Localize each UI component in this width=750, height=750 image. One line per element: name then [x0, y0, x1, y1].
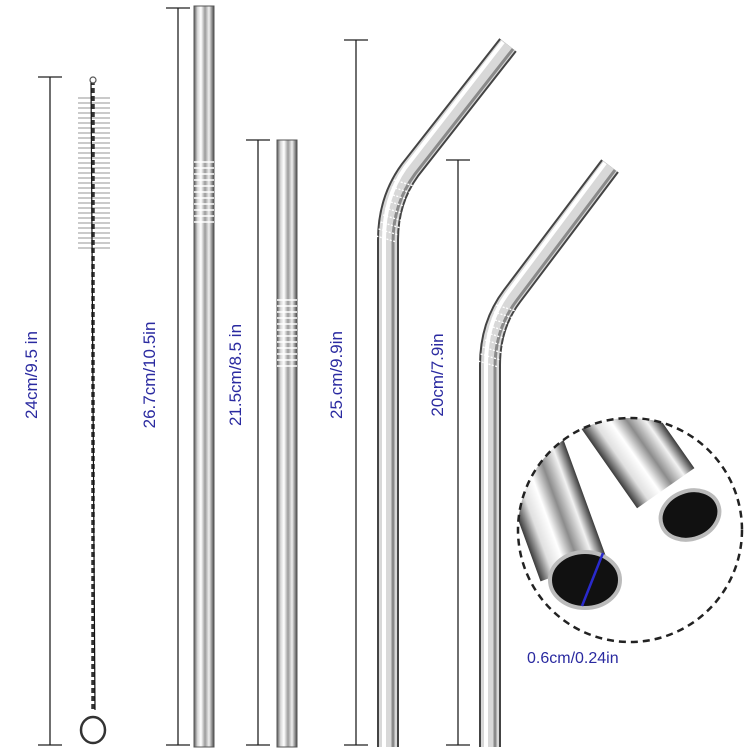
- brush-loop: [79, 715, 107, 745]
- diameter-indicator: [580, 552, 605, 607]
- cleaning-brush: [78, 76, 110, 745]
- bent-straw-short: [478, 159, 619, 747]
- diameter-detail-circle: [516, 416, 744, 644]
- brush-length-label: 24cm/9.5 in: [22, 331, 41, 419]
- bent-short-label: 20cm/7.9in: [428, 333, 447, 416]
- straw-short-ribs: [277, 299, 297, 367]
- straw-short-dimension: 21.5cm/8.5 in: [226, 139, 270, 746]
- bent-long-dimension: 25.cm/9.9in: [327, 39, 368, 746]
- straw-opening-left: [548, 550, 622, 610]
- brush-dimension: 24cm/9.5 in: [22, 76, 62, 746]
- straw-long-label: 26.7cm/10.5in: [140, 322, 159, 429]
- bent-short-dimension: 20cm/7.9in: [428, 159, 470, 746]
- straw-long-ribs: [194, 161, 214, 223]
- straw-short-label: 21.5cm/8.5 in: [226, 324, 245, 426]
- diameter-label: 0.6cm/0.24in: [527, 650, 619, 667]
- bent-long-label: 25.cm/9.9in: [327, 331, 346, 419]
- bent-straw-long: [376, 38, 517, 747]
- straight-straw-short: [276, 139, 298, 748]
- straw-opening-right: [658, 488, 722, 542]
- straight-straw-long: [193, 5, 215, 748]
- straw-long-dimension: 26.7cm/10.5in: [140, 7, 190, 746]
